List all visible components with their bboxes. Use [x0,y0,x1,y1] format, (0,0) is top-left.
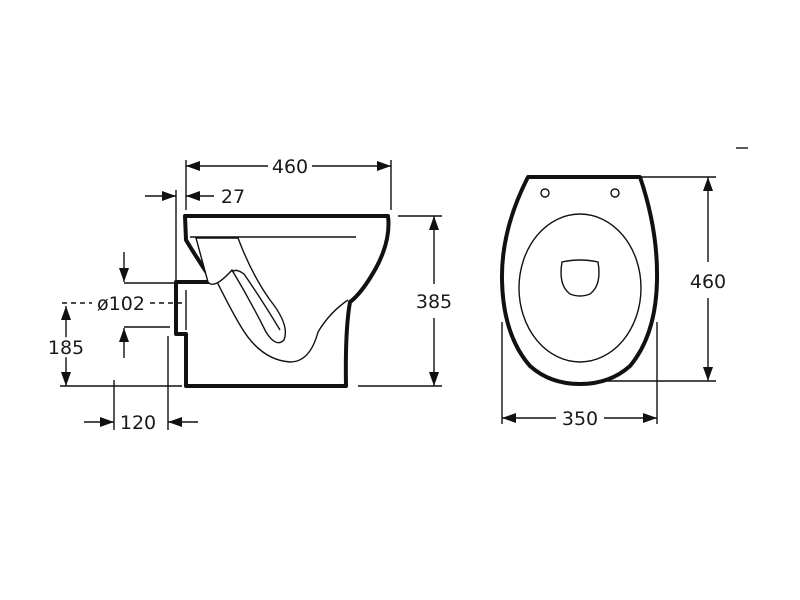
outlet-setback-label: 120 [120,412,156,434]
side-view-trapway-inner [231,269,281,331]
top-view-drain-hole [560,259,600,297]
top-width-label: 350 [562,408,598,430]
dimension-rim-offset: 27 [145,186,245,282]
seat-hinge-hole-left [540,188,550,198]
overall-height-label: 385 [416,291,452,313]
outlet-diameter-label: ø102 [97,293,145,315]
dimension-outlet-height: 185 [45,306,182,387]
side-view-bowl-curve [195,237,349,363]
dimension-outlet-setback: 120 [84,336,198,434]
seat-hinge-hole-right [610,188,620,198]
top-length-label: 460 [690,271,726,293]
dimension-overall-height: 385 [358,215,452,387]
dimension-top-width: 350 [501,322,658,430]
dimension-top-length: 460 [604,176,726,382]
dimension-overall-depth: 460 [185,156,392,210]
outlet-height-label: 185 [48,337,84,359]
side-view [174,214,391,388]
overall-depth-label: 460 [272,156,308,178]
top-view [499,175,660,386]
rim-offset-label: 27 [221,186,245,208]
dimension-outlet-diameter: ø102 [62,252,186,358]
side-view-trapway [195,237,287,344]
